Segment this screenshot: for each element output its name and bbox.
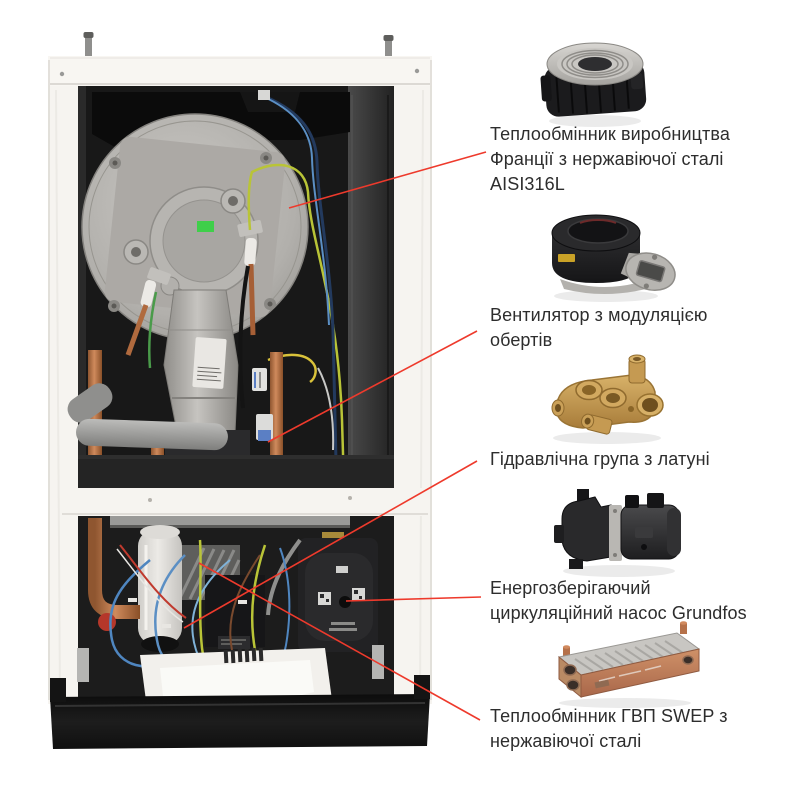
component-photo-fan [538, 199, 680, 305]
upper-chamber [67, 86, 394, 506]
component-photo-pump [547, 477, 693, 579]
lower-chamber [77, 516, 394, 722]
stainless-coil-heat-exchanger-icon [540, 42, 647, 127]
top-bolts [83, 32, 394, 59]
copper-elbow [88, 518, 140, 619]
copper-pipe-left [88, 350, 102, 482]
barcode-label [192, 337, 227, 389]
modulating-fan-icon [551, 214, 676, 302]
swep-plate-heat-exchanger-icon [557, 621, 701, 708]
brass-hydraulic-group-icon [551, 354, 664, 444]
grundfos-circulation-pump-icon [554, 489, 681, 577]
component-photo-dhw-heat-exchanger [537, 619, 713, 711]
component-photo-hydraulic-group [537, 347, 683, 447]
middle-divider [60, 488, 430, 516]
green-label [197, 221, 214, 232]
component-photo-primary-heat-exchanger [531, 24, 663, 130]
drain-knob [98, 613, 116, 631]
air-silencer-pipe [76, 418, 228, 451]
label-hydraulic-group: Гідравлічна група з латуні [490, 449, 710, 469]
pump-in-boiler [298, 538, 378, 652]
condensate-bottle [138, 525, 182, 652]
